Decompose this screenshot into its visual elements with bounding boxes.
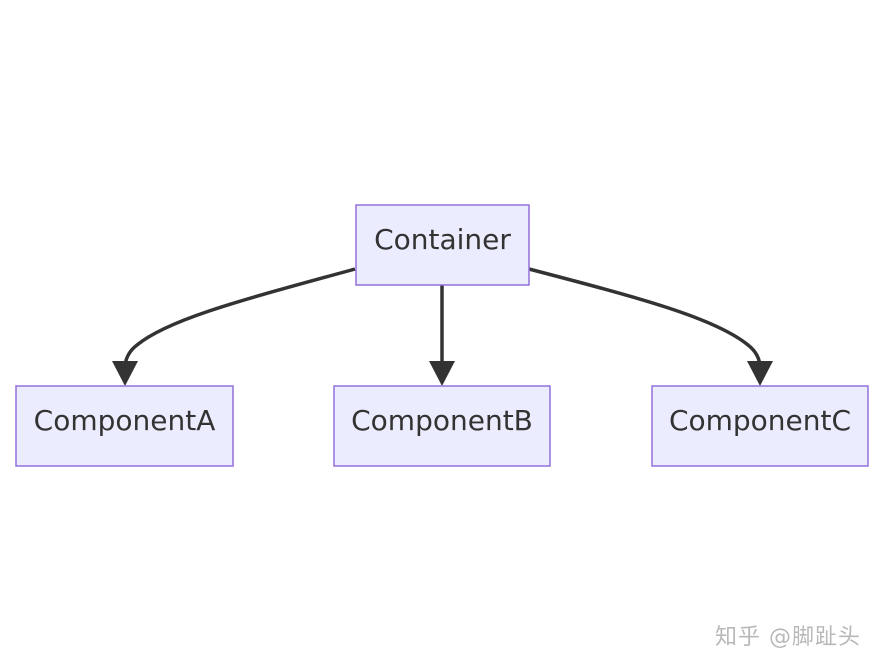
- node-componentc: ComponentC: [651, 385, 869, 467]
- node-container-label: Container: [374, 223, 511, 256]
- edge-container-to-componentc: [528, 267, 762, 369]
- node-componentb: ComponentB: [333, 385, 551, 467]
- arrowhead-componentc: [747, 361, 773, 386]
- edge-container-to-componenta: [123, 267, 356, 369]
- arrowhead-componentb: [429, 361, 455, 386]
- node-componenta-label: ComponentA: [34, 404, 216, 437]
- node-componentc-label: ComponentC: [669, 404, 851, 437]
- node-container: Container: [355, 204, 530, 286]
- watermark-text: 知乎 @脚趾头: [715, 625, 861, 650]
- node-componentb-label: ComponentB: [351, 404, 533, 437]
- arrowhead-componenta: [112, 361, 138, 386]
- edges: [112, 267, 773, 386]
- node-componenta: ComponentA: [15, 385, 234, 467]
